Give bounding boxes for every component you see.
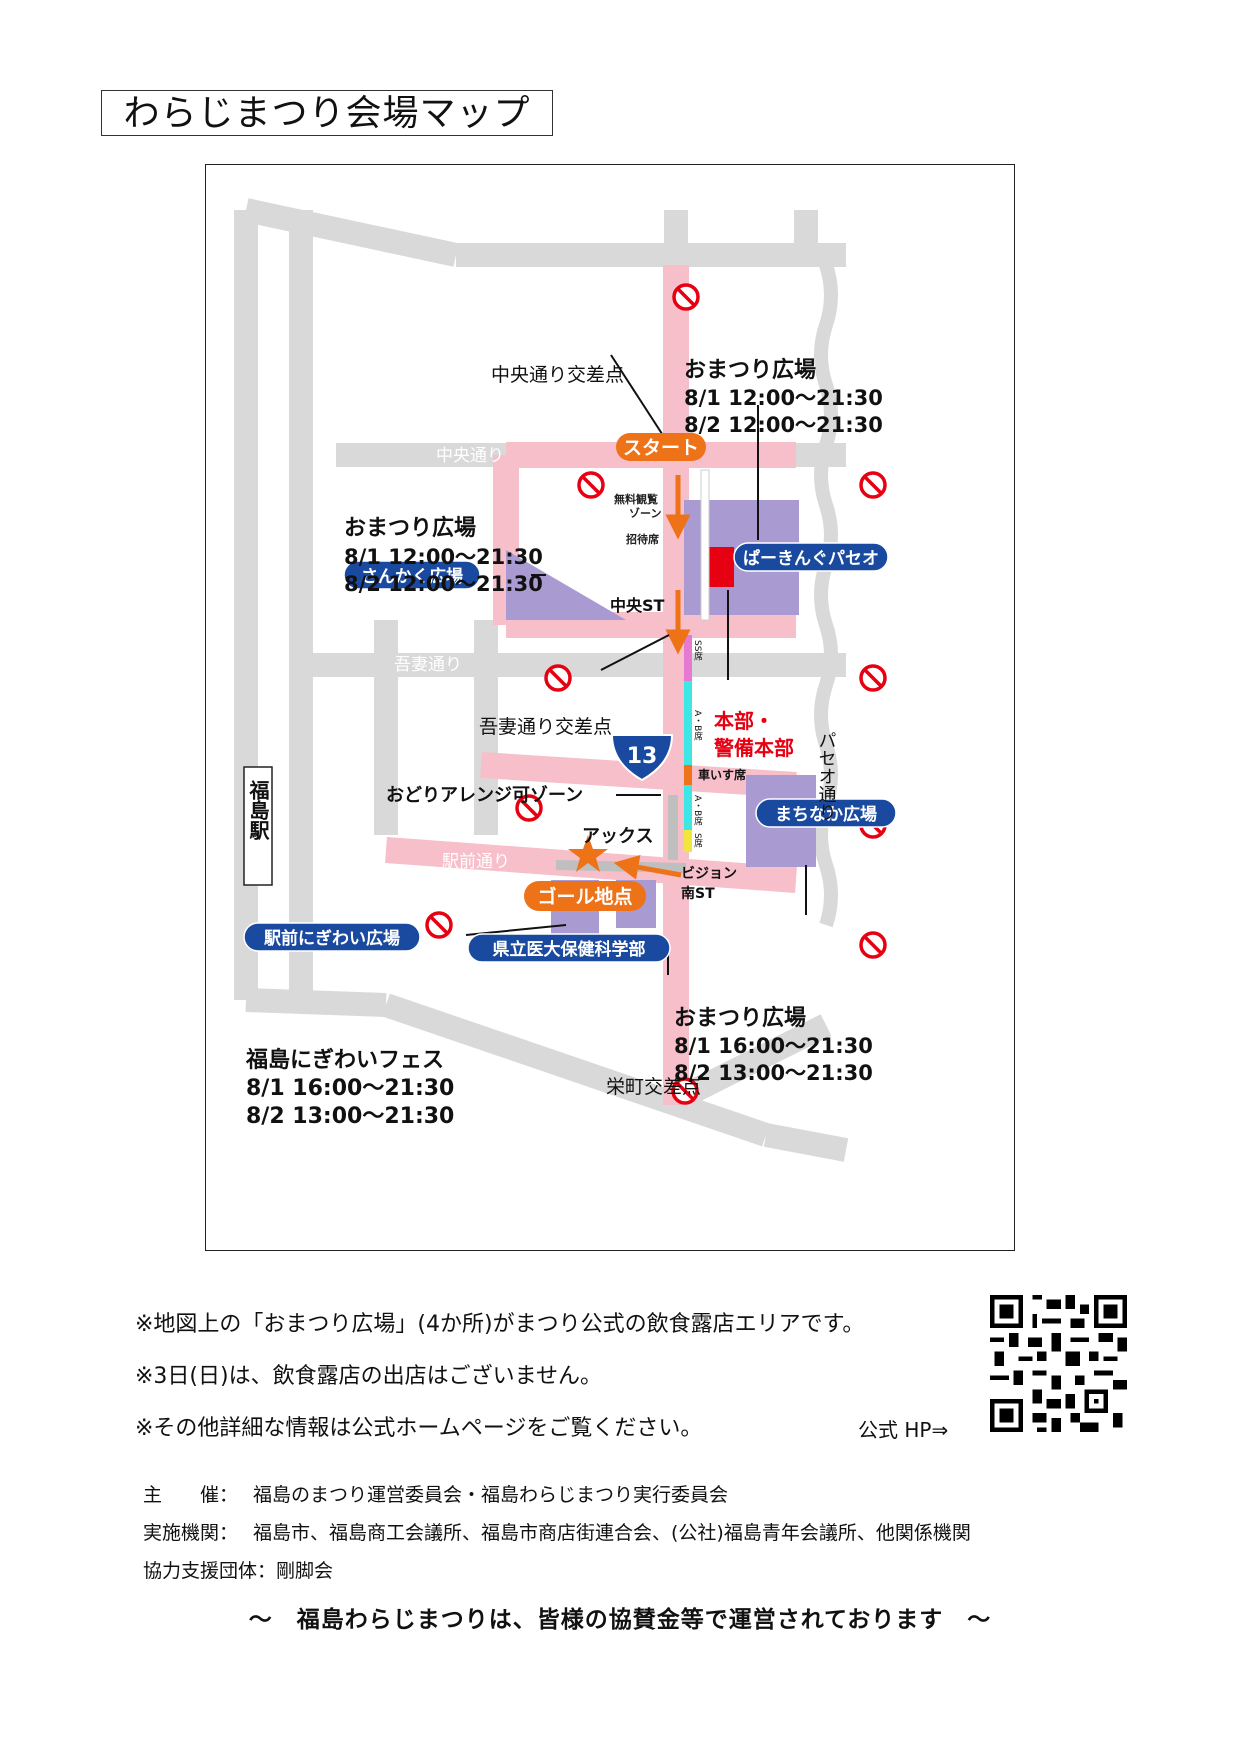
no-entry-icon — [425, 911, 453, 939]
official-hp-label: 公式 HP⇒ — [858, 1418, 949, 1442]
support-key: 協力支援団体： — [143, 1560, 277, 1582]
sankaku-label: さんかく広場 — [361, 566, 463, 587]
organizer-value: 福島のまつり運営委員会・福島わらじまつり実行委員会 — [253, 1484, 729, 1506]
ax-label: アックス — [582, 826, 653, 847]
street-azuma: 吾妻通り — [394, 655, 462, 675]
kenritsu-badge: 県立医大保健科学部 — [467, 933, 671, 963]
s-seat-bar — [684, 830, 692, 852]
festival-map: 13 スタート ゴール地点 ぱーきんぐパセオ さんかく広場 まちなか広場 駅前に… — [205, 164, 1015, 1251]
odori-zone-label: おどりアレンジ可ゾーン — [386, 785, 583, 806]
hq-marker — [706, 547, 734, 587]
nigiwai-fes-time-1: 8/1 16:00～21:30 — [246, 1076, 454, 1101]
sankaku-badge: さんかく広場 — [343, 560, 481, 590]
invited-seat-label: 招待席 — [626, 532, 659, 546]
station-label: 福島駅 — [246, 780, 270, 841]
parking-paseo-badge: ぱーきんぐパセオ — [733, 542, 889, 572]
s-seat-label: S席 — [692, 833, 703, 849]
note-2: ※3日(日)は、飲食露店の出店はございません。 — [135, 1364, 602, 1389]
plaza-ne-name: おまつり広場 — [684, 357, 816, 383]
sankaku-plaza-shape — [506, 550, 626, 620]
ab2-seat-bar — [684, 785, 692, 830]
organizer-row: 主 催： 福島のまつり運営委員会・福島わらじまつり実行委員会 — [143, 1480, 728, 1507]
page-title-box: わらじまつり会場マップ — [101, 90, 553, 136]
ekimae-grey-band — [555, 860, 687, 873]
plaza-ne-time-2: 8/2 12:00～21:30 — [684, 413, 883, 437]
note-1: ※地図上の「おまつり広場」(4か所)がまつり公式の飲食露店エリアです。 — [135, 1312, 865, 1337]
no-entry-icon — [859, 931, 887, 959]
plaza-ne-time-1: 8/1 12:00～21:30 — [684, 386, 883, 410]
machinaka-badge: まちなか広場 — [755, 798, 897, 828]
kenritsu-label: 県立医大保健科学部 — [493, 939, 646, 960]
intersection-chuo: 中央通り交差点 — [491, 364, 624, 386]
ekimae-badge: 駅前にぎわい広場 — [243, 922, 421, 952]
street-ekimae: 駅前通り — [442, 852, 510, 872]
route-arrows — [613, 475, 691, 880]
chuo-st-label: 中央ST — [610, 596, 665, 615]
free-zone-label-1: 無料観覧 — [614, 492, 658, 506]
odori-zone-bar — [668, 795, 678, 860]
support-value: 剛脚会 — [276, 1560, 334, 1582]
wheelchair-seat-label: 車いす席 — [698, 767, 746, 782]
plaza-se-time-1: 8/1 16:00～21:30 — [674, 1034, 873, 1058]
intersection-azuma: 吾妻通り交差点 — [479, 716, 612, 738]
plaza-w-info: おまつり広場 8/1 12:00～21:30 8/2 12:00～21:30 — [344, 515, 543, 596]
page-title: わらじまつり会場マップ — [123, 93, 531, 134]
ab-seat-label: A・B席 — [692, 710, 703, 741]
ss-seat-bar — [684, 635, 692, 681]
nigiwai-fes-name: 福島にぎわいフェス — [245, 1047, 444, 1073]
street-chuo: 中央通り — [436, 446, 504, 466]
organizer-key: 主 催： — [143, 1484, 239, 1506]
plaza-se-name: おまつり広場 — [674, 1005, 806, 1031]
ekimae-label: 駅前にぎわい広場 — [263, 928, 400, 949]
vision-label-2: 南ST — [681, 885, 715, 902]
start-badge: スタート — [616, 433, 706, 461]
implementer-row: 実施機関： 福島市、福島商工会議所、福島市商店街連合会、(公社)福島青年会議所、他… — [143, 1518, 971, 1545]
plaza-w-name: おまつり広場 — [344, 515, 476, 541]
plaza-w-time-1: 8/1 12:00～21:30 — [344, 545, 543, 569]
no-entry-icon — [859, 664, 887, 692]
leader-lines — [465, 354, 807, 975]
no-entry-icon — [859, 471, 887, 499]
free-zone-label-2: ゾーン — [629, 506, 661, 520]
goal-badge: ゴール地点 — [524, 881, 646, 911]
support-row: 協力支援団体：剛脚会 — [143, 1556, 333, 1583]
no-entry-icon — [577, 471, 605, 499]
note-3: ※その他詳細な情報は公式ホームページをご覧ください。 — [135, 1416, 703, 1441]
wheelchair-seat-bar — [684, 765, 692, 785]
route-13-shield-icon: 13 — [610, 734, 674, 782]
plaza-se-info: おまつり広場 8/1 16:00～21:30 8/2 13:00～21:30 — [674, 1005, 873, 1085]
footer-message: ～ 福島わらじまつりは、皆様の協賛金等で運営されております ～ — [248, 1607, 992, 1633]
implementer-key: 実施機関： — [143, 1522, 239, 1544]
hq-label-1: 本部・ — [714, 709, 774, 733]
hq-label-2: 警備本部 — [714, 736, 794, 760]
implementer-value: 福島市、福島商工会議所、福島市商店街連合会、(公社)福島青年会議所、他関係機関 — [253, 1522, 971, 1544]
start-label: スタート — [623, 437, 699, 459]
ab-seat-bar — [684, 681, 692, 765]
intersection-sakaemachi: 栄町交差点 — [606, 1076, 701, 1098]
ss-seat-label: SS席 — [692, 640, 703, 661]
plaza-w-time-2: 8/2 12:00～21:30 — [344, 572, 543, 596]
nigiwai-fes-info: 福島にぎわいフェス 8/1 16:00～21:30 8/2 13:00～21:3… — [245, 1047, 454, 1129]
vision-label-1: ビジョン — [681, 866, 737, 882]
ab2-seat-label: A・B席 — [692, 795, 703, 826]
qr-code-icon[interactable] — [990, 1295, 1127, 1432]
seat-zone-box — [700, 469, 710, 621]
machinaka-label: まちなか広場 — [775, 804, 877, 825]
map-canvas: 13 スタート ゴール地点 ぱーきんぐパセオ さんかく広場 まちなか広場 駅前に… — [234, 198, 897, 1162]
fukushima-station: 福島駅 — [243, 766, 273, 886]
plaza-se-time-2: 8/2 13:00～21:30 — [674, 1061, 873, 1085]
route-number: 13 — [627, 744, 658, 769]
no-entry-icon — [672, 283, 700, 311]
goal-label: ゴール地点 — [537, 885, 632, 908]
goal-star-icon — [568, 835, 608, 872]
nigiwai-fes-time-2: 8/2 13:00～21:30 — [246, 1104, 454, 1129]
parking-paseo-label: ぱーきんぐパセオ — [743, 548, 879, 569]
no-entry-icon — [544, 664, 572, 692]
street-paseo: パセオ通り — [816, 731, 837, 821]
plaza-ne-info: おまつり広場 8/1 12:00～21:30 8/2 12:00～21:30 — [684, 357, 883, 437]
